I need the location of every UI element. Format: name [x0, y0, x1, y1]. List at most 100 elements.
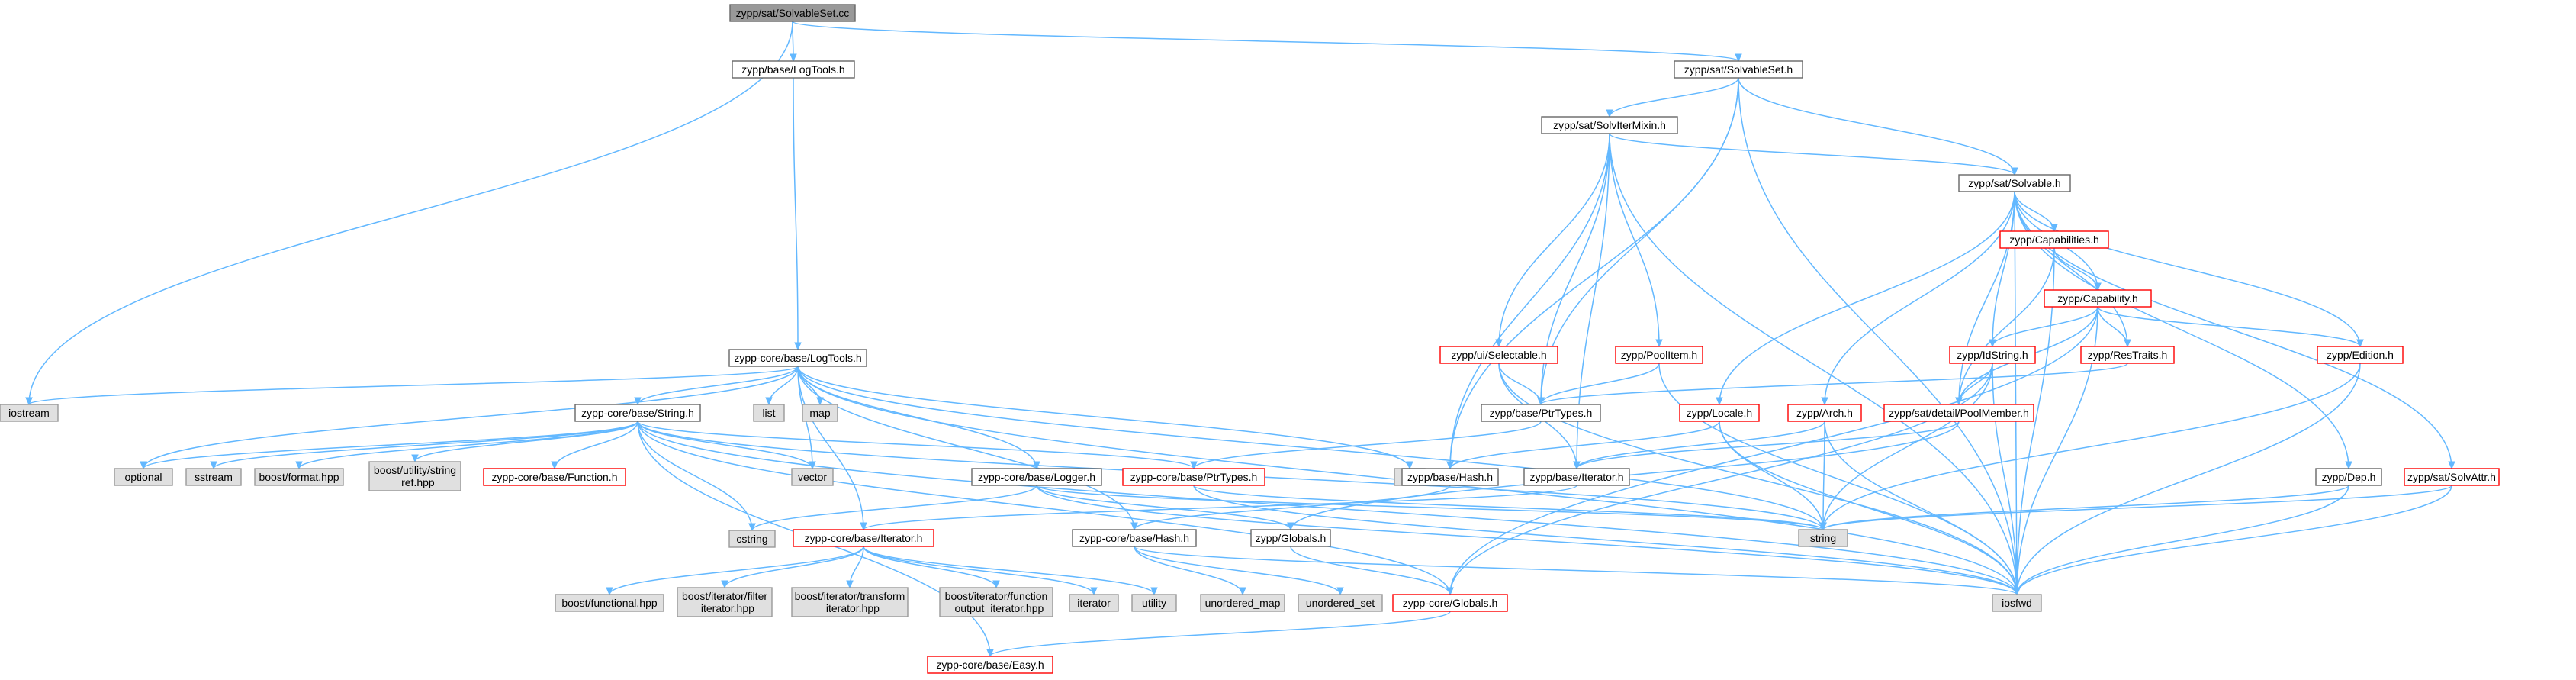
- edge-line: [1449, 77, 1739, 469]
- edge-arrowhead: [25, 397, 33, 406]
- node-dep[interactable]: zypp/Dep.h: [2315, 468, 2382, 486]
- edge-arrowhead: [634, 397, 642, 406]
- node-solvattr[interactable]: zypp/sat/SolvAttr.h: [2404, 468, 2500, 486]
- node-capability[interactable]: zypp/Capability.h: [2044, 289, 2152, 308]
- node-ptrtypes[interactable]: zypp/base/PtrTypes.h: [1481, 404, 1601, 422]
- node-boostfunctional: boost/functional.hpp: [555, 594, 664, 612]
- edge-line: [1134, 485, 1451, 530]
- node-box: [677, 587, 773, 617]
- edge-edition-to-iosfwd: [2013, 363, 2361, 596]
- edge-line: [1193, 421, 1542, 469]
- edge-locale-to-hash: [1446, 421, 1720, 470]
- node-label: iostream: [8, 407, 50, 419]
- node-idstring[interactable]: zypp/IdString.h: [1949, 346, 2036, 364]
- node-corePtrtypes[interactable]: zypp-core/base/PtrTypes.h: [1122, 468, 1265, 486]
- node-hash[interactable]: zypp/base/Hash.h: [1401, 468, 1499, 486]
- edge-line: [1134, 546, 2018, 595]
- node-logtools[interactable]: zypp/base/LogTools.h: [732, 60, 855, 79]
- edge-line: [414, 421, 638, 462]
- node-arch[interactable]: zypp/Arch.h: [1787, 404, 1862, 422]
- edge-line: [1609, 133, 2018, 595]
- edge-solvableset-to-solvable: [1738, 77, 2018, 176]
- edge-coreIterator-to-utility: [863, 546, 1158, 596]
- node-restraits[interactable]: zypp/ResTraits.h: [2080, 346, 2175, 364]
- node-locale[interactable]: zypp/Locale.h: [1679, 404, 1760, 422]
- node-coreLogger[interactable]: zypp-core/base/Logger.h: [971, 468, 1102, 486]
- node-label: boost/iterator/function: [945, 590, 1048, 602]
- edge-arrowhead: [2356, 339, 2364, 348]
- edge-arrowhead: [816, 397, 824, 406]
- node-label: list: [762, 407, 775, 419]
- edge-solvable-to-poolmember: [1955, 191, 2015, 406]
- node-coreString[interactable]: zypp-core/base/String.h: [574, 404, 701, 422]
- edge-line: [1540, 363, 1660, 405]
- node-box: [1787, 404, 1862, 422]
- node-solvableset[interactable]: zypp/sat/SolvableSet.h: [1674, 60, 1803, 79]
- edge-arrowhead: [2345, 461, 2352, 470]
- node-poolitem[interactable]: zypp/PoolItem.h: [1615, 346, 1703, 364]
- node-label: zypp-core/base/Iterator.h: [805, 532, 923, 544]
- node-poolmember[interactable]: zypp/sat/detail/PoolMember.h: [1883, 404, 2034, 422]
- node-box: [2317, 346, 2404, 364]
- node-capabilities[interactable]: zypp/Capabilities.h: [1999, 230, 2109, 249]
- node-label: zypp/sat/SolvAttr.h: [2407, 471, 2496, 483]
- node-root[interactable]: zypp/sat/SolvableSet.cc: [729, 4, 856, 22]
- node-label: zypp-core/base/PtrTypes.h: [1130, 471, 1258, 483]
- edge-arrowhead: [1406, 461, 1413, 470]
- node-box: [1392, 594, 1508, 612]
- node-selectable[interactable]: zypp/ui/Selectable.h: [1439, 346, 1558, 364]
- edge-line: [1992, 306, 2098, 347]
- edge-arrowhead: [1537, 397, 1545, 406]
- edge-line: [1824, 191, 2015, 405]
- node-coreLogtools[interactable]: zypp-core/base/LogTools.h: [728, 349, 867, 367]
- node-solvable[interactable]: zypp/sat/Solvable.h: [1958, 174, 2071, 192]
- node-box: [1679, 404, 1760, 422]
- edge-solvable-to-restraits: [2014, 191, 2131, 348]
- edge-capability-to-edition: [2097, 306, 2364, 348]
- node-box: [753, 404, 785, 422]
- node-coreIterator[interactable]: zypp-core/base/Iterator.h: [793, 529, 934, 547]
- node-box: [254, 468, 344, 486]
- node-box: [483, 468, 626, 486]
- edge-arch-to-iterator: [1573, 421, 1825, 470]
- edge-line: [1822, 485, 2452, 530]
- node-box: [1072, 529, 1197, 547]
- edge-globals-to-coreGlobals: [1290, 546, 1454, 596]
- edge-poolmember-to-iterator: [1573, 421, 1960, 470]
- node-label: cstring: [736, 533, 767, 545]
- edge-arrowhead: [1716, 397, 1723, 406]
- edge-arrowhead: [140, 461, 147, 470]
- node-coreFunction[interactable]: zypp-core/base/Function.h: [483, 468, 626, 486]
- edge-arrowhead: [2448, 461, 2455, 470]
- edge-arrowhead: [1655, 339, 1663, 348]
- node-unorderedset: unordered_set: [1298, 594, 1383, 612]
- node-label: _iterator.hpp: [694, 602, 754, 614]
- edge-arrowhead: [1955, 397, 1963, 406]
- node-iterator[interactable]: zypp/base/Iterator.h: [1523, 468, 1630, 486]
- edge-line: [213, 421, 638, 469]
- node-label: zypp/Globals.h: [1256, 532, 1327, 544]
- node-coreGlobals[interactable]: zypp-core/Globals.h: [1392, 594, 1508, 612]
- node-box: [1541, 116, 1678, 134]
- edge-arrowhead: [2011, 167, 2018, 176]
- node-solvitermixin[interactable]: zypp/sat/SolvIterMixin.h: [1541, 116, 1678, 134]
- node-edition[interactable]: zypp/Edition.h: [2317, 346, 2404, 364]
- edge-arrowhead: [210, 461, 217, 470]
- node-coreHash[interactable]: zypp-core/base/Hash.h: [1072, 529, 1197, 547]
- node-label: zypp/base/PtrTypes.h: [1490, 407, 1593, 419]
- node-easy[interactable]: zypp-core/base/Easy.h: [927, 656, 1053, 674]
- edge-line: [797, 366, 1824, 530]
- edge-arrowhead: [748, 523, 756, 532]
- node-label: boost/iterator/filter: [682, 590, 767, 602]
- edge-arrowhead: [1735, 53, 1742, 63]
- edge-line: [1036, 485, 1824, 530]
- node-box: [1122, 468, 1265, 486]
- node-iosfwd: iosfwd: [1992, 594, 2042, 612]
- node-label: zypp/base/Hash.h: [1407, 471, 1493, 483]
- node-label: iosfwd: [2002, 597, 2032, 609]
- edge-line: [1822, 363, 1993, 530]
- node-label: utility: [1142, 597, 1166, 609]
- node-globals[interactable]: zypp/Globals.h: [1250, 529, 1331, 547]
- edge-arrowhead: [1989, 339, 1996, 348]
